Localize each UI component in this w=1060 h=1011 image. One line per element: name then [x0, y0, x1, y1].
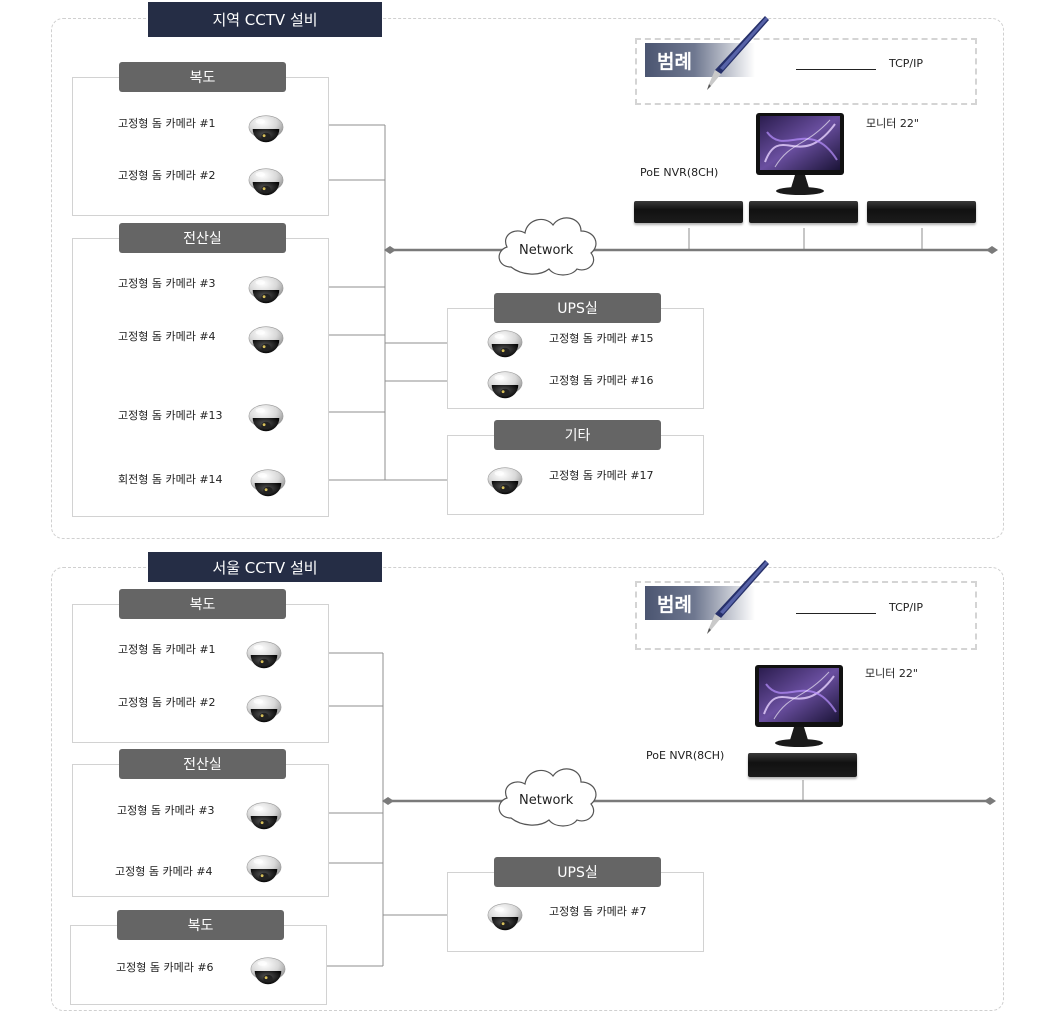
seoul-ups-label: UPS실: [494, 857, 661, 887]
camera-label: 고정형 돔 카메라 #3: [118, 277, 216, 290]
nvr-device-icon: [867, 201, 976, 223]
dome-camera-icon: [247, 399, 285, 437]
camera-label: 고정형 돔 카메라 #4: [118, 330, 216, 343]
regional-legend: [635, 38, 977, 105]
nvr-device-icon: [749, 201, 858, 223]
dome-camera-icon: [245, 690, 283, 728]
camera-label: 고정형 돔 카메라 #16: [549, 374, 654, 387]
camera-label: 고정형 돔 카메라 #6: [116, 961, 214, 974]
seoul-legend: [635, 581, 977, 650]
regional-panel: [51, 18, 1004, 539]
dome-camera-icon: [486, 898, 524, 936]
dome-camera-icon: [486, 462, 524, 500]
regional-server-label: 전산실: [119, 223, 286, 253]
camera-label: 고정형 돔 카메라 #4: [115, 865, 213, 878]
seoul-corridor2-label: 복도: [117, 910, 284, 940]
regional-corridor-box: [72, 77, 329, 216]
dome-camera-icon: [247, 163, 285, 201]
seoul-network-label: Network: [519, 793, 574, 808]
camera-label: 고정형 돔 카메라 #17: [549, 469, 654, 482]
regional-ups-label: UPS실: [494, 293, 661, 323]
regional-legend-line: [796, 69, 876, 70]
dome-camera-icon: [486, 366, 524, 404]
dome-camera-icon: [247, 271, 285, 309]
camera-label: 고정형 돔 카메라 #2: [118, 169, 216, 182]
pen-icon: [703, 556, 773, 636]
regional-server-box: [72, 238, 329, 517]
seoul-corridor-box: [72, 604, 329, 743]
regional-section-title: 지역 CCTV 설비: [148, 2, 382, 37]
monitor-icon: [754, 664, 844, 749]
monitor-icon: [755, 112, 845, 197]
regional-ups-box: [447, 308, 704, 409]
dome-camera-icon: [247, 110, 285, 148]
regional-network-label: Network: [519, 243, 574, 258]
nvr-device-icon: [634, 201, 743, 223]
nvr-device-icon: [748, 753, 857, 777]
regional-monitor-label: 모니터 22": [866, 117, 919, 130]
camera-label: 고정형 돔 카메라 #1: [118, 643, 216, 656]
seoul-legend-line-label: TCP/IP: [889, 601, 923, 614]
camera-label: 회전형 돔 카메라 #14: [118, 473, 223, 486]
dome-camera-icon: [249, 464, 287, 502]
seoul-legend-line: [796, 613, 876, 614]
seoul-monitor-label: 모니터 22": [865, 667, 918, 680]
camera-label: 고정형 돔 카메라 #2: [118, 696, 216, 709]
dome-camera-icon: [247, 321, 285, 359]
pen-icon: [703, 12, 773, 92]
camera-label: 고정형 돔 카메라 #7: [549, 905, 647, 918]
regional-etc-label: 기타: [494, 420, 661, 450]
camera-label: 고정형 돔 카메라 #13: [118, 409, 223, 422]
dome-camera-icon: [245, 797, 283, 835]
seoul-corridor-label: 복도: [119, 589, 286, 619]
dome-camera-icon: [245, 850, 283, 888]
camera-label: 고정형 돔 카메라 #3: [117, 804, 215, 817]
seoul-server-label: 전산실: [119, 749, 286, 779]
camera-label: 고정형 돔 카메라 #1: [118, 117, 216, 130]
dome-camera-icon: [245, 636, 283, 674]
network-cloud-icon: [498, 217, 597, 276]
camera-label: 고정형 돔 카메라 #15: [549, 332, 654, 345]
dome-camera-icon: [249, 952, 287, 990]
dome-camera-icon: [486, 325, 524, 363]
seoul-nvr-label: PoE NVR(8CH): [646, 749, 725, 762]
network-cloud-icon: [498, 768, 597, 827]
seoul-section-title: 서울 CCTV 설비: [148, 552, 382, 582]
regional-legend-line-label: TCP/IP: [889, 57, 923, 70]
regional-corridor-label: 복도: [119, 62, 286, 92]
regional-nvr-label: PoE NVR(8CH): [640, 166, 719, 179]
